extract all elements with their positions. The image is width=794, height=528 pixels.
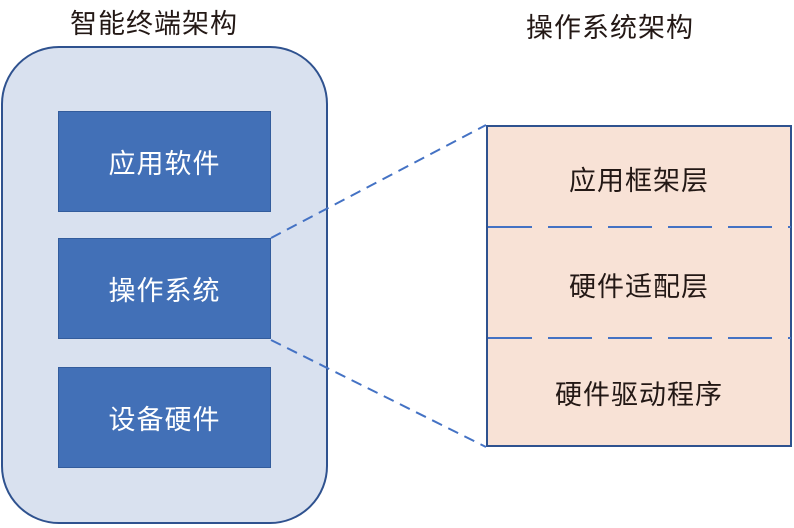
block-device-hardware: 设备硬件 bbox=[58, 367, 271, 468]
layer-label: 应用框架层 bbox=[569, 165, 709, 197]
block-operating-system: 操作系统 bbox=[58, 238, 271, 339]
os-architecture-box: 应用框架层 硬件适配层 硬件驱动程序 bbox=[486, 125, 792, 447]
layer-label: 硬件驱动程序 bbox=[555, 380, 723, 411]
block-label: 操作系统 bbox=[108, 276, 221, 307]
layer-hardware-adaptation: 硬件适配层 bbox=[488, 229, 790, 340]
block-label: 应用软件 bbox=[108, 149, 221, 180]
layer-application-framework: 应用框架层 bbox=[488, 127, 790, 229]
left-diagram-title: 智能终端架构 bbox=[70, 9, 238, 40]
block-label: 设备硬件 bbox=[108, 405, 221, 436]
layer-hardware-driver: 硬件驱动程序 bbox=[488, 340, 790, 445]
right-diagram-title: 操作系统架构 bbox=[526, 13, 694, 44]
block-application-software: 应用软件 bbox=[58, 111, 271, 212]
layer-label: 硬件适配层 bbox=[569, 272, 709, 303]
